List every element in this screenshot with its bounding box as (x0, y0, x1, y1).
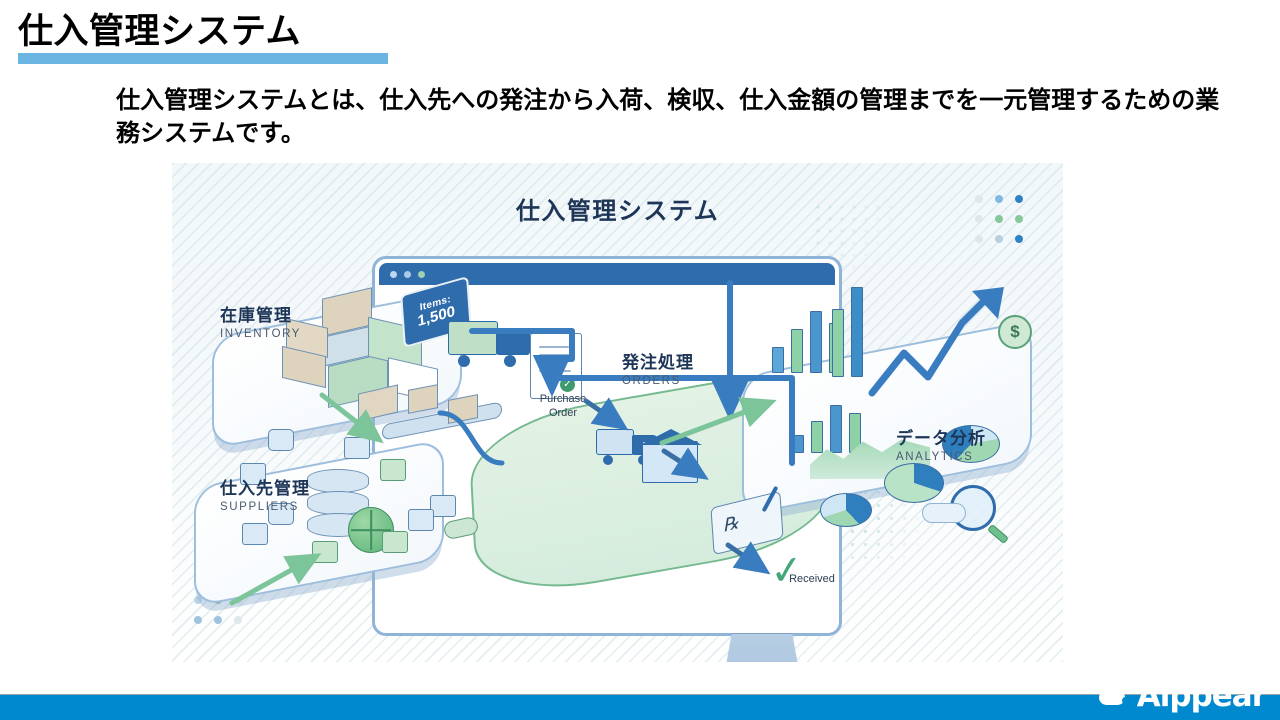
supplier-node (430, 495, 456, 517)
module-label-inventory: 在庫管理 INVENTORY (220, 306, 301, 340)
warehouse-icon (642, 441, 698, 483)
received-label: Received (789, 573, 835, 585)
footer-bar (0, 695, 1280, 720)
module-label-en: INVENTORY (220, 327, 302, 340)
signature-icon: ℞ (722, 512, 740, 536)
window-dot-icon (404, 270, 411, 278)
module-label-suppliers: 仕入先管理 SUPPLIERS (220, 479, 310, 513)
module-label-en: SUPPLIERS (220, 500, 299, 513)
supplier-doc-icon (408, 509, 434, 531)
cloud-logo-icon (1098, 685, 1133, 707)
delivery-truck (448, 315, 534, 367)
window-dot-icon (390, 270, 397, 278)
page-title-block: 仕入管理システム (18, 12, 388, 64)
module-label-jp: 仕入先管理 (220, 479, 310, 498)
window-dot-icon (418, 270, 425, 278)
module-label-jp: 発注処理 (622, 353, 694, 372)
title-underline (18, 52, 388, 64)
purchase-order-label: Purchase Order (539, 393, 587, 419)
cloud-icon (922, 503, 966, 523)
supplier-chat-icon (268, 503, 294, 525)
pie-chart-icon (884, 463, 944, 503)
body-paragraph: 仕入管理システムとは、仕入先への発注から入荷、検収、仕入金額の管理までを一元管理… (116, 87, 1220, 148)
supplier-chat-icon (268, 429, 294, 451)
module-label-jp: データ分析 (896, 429, 986, 448)
pie-chart-icon (820, 493, 872, 527)
illustration-title: 仕入管理システム (515, 198, 720, 225)
supplier-doc-icon (344, 437, 370, 459)
bar-chart-icon (772, 293, 841, 373)
footer-divider (0, 693, 1280, 695)
supplier-node (242, 523, 268, 545)
purchase-order-document: ✓ (530, 333, 582, 399)
globe-icon (348, 507, 394, 553)
module-label-analytics: データ分析 ANALYTICS (896, 429, 986, 463)
monitor-stand-neck (720, 633, 804, 662)
module-label-en: ANALYTICS (896, 450, 974, 463)
pie-chart-icon (942, 425, 1000, 463)
dot-grid-icon (975, 195, 1023, 243)
brand-logo: Aippear (1098, 678, 1267, 714)
browser-titlebar (379, 263, 835, 285)
module-label-en: ORDERS (622, 374, 681, 387)
page-title: 仕入管理システム (18, 12, 301, 51)
bar-chart-icon (792, 401, 861, 453)
illustration-panel: 仕入管理システム (172, 163, 1063, 662)
document-check-icon: ✓ (560, 377, 575, 392)
module-label-orders: 発注処理 ORDERS (622, 353, 694, 387)
supplier-node (380, 459, 406, 481)
dollar-coin-icon: $ (998, 315, 1032, 349)
module-label-jp: 在庫管理 (220, 306, 292, 325)
brand-wordmark: Aippear (1136, 678, 1267, 714)
supplier-node (240, 463, 266, 485)
supplier-node (312, 541, 338, 563)
bar-chart-icon (832, 281, 863, 377)
supplier-node (382, 531, 408, 553)
